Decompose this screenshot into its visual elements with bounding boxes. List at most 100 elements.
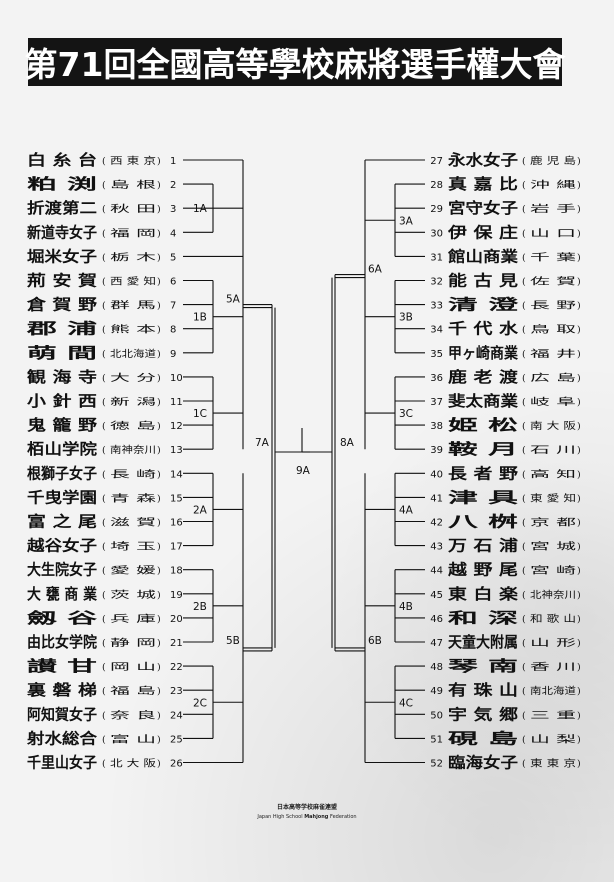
left-team-prefecture: 熊 本 bbox=[110, 324, 157, 336]
right-team-seed: 48 bbox=[430, 662, 443, 673]
right-team-seed: 36 bbox=[430, 373, 443, 384]
right-team-pref: ( bbox=[522, 638, 526, 649]
left-team-pref: ) bbox=[157, 373, 161, 384]
match-label-3b: 3B bbox=[399, 312, 413, 324]
left-team-school: 越谷女子 bbox=[26, 537, 97, 555]
right-team-pref: ( bbox=[522, 614, 526, 625]
left-team-pref: ( bbox=[102, 277, 106, 288]
right-team-school: 斐太商業 bbox=[448, 392, 519, 410]
match-label-3c: 3C bbox=[399, 408, 413, 420]
left-team-pref: ) bbox=[157, 421, 161, 432]
right-team-school: 硯 島 bbox=[446, 729, 518, 747]
left-team-pref: ) bbox=[157, 686, 161, 697]
left-team-school: 倉 賀 野 bbox=[26, 296, 97, 314]
left-team-prefecture: 新 潟 bbox=[110, 396, 156, 408]
tournament-title: 第71回全國高等學校麻將選手權大會 bbox=[24, 45, 566, 84]
right-team-seed: 27 bbox=[430, 156, 443, 167]
right-team-pref: ( bbox=[522, 373, 526, 384]
left-team-school: 折渡第二 bbox=[27, 199, 97, 217]
right-team-pref: ) bbox=[577, 252, 581, 263]
right-team-pref: ( bbox=[522, 156, 526, 167]
right-team-seed: 49 bbox=[430, 686, 443, 697]
left-team-prefecture: 福 島 bbox=[110, 685, 156, 697]
right-team-seed: 44 bbox=[430, 566, 443, 577]
right-team-seed: 47 bbox=[430, 638, 443, 649]
match-label-1c: 1C bbox=[193, 408, 207, 420]
left-team-school: 萌 間 bbox=[27, 344, 97, 362]
right-team-seed: 40 bbox=[430, 469, 443, 480]
left-team-seed: 12 bbox=[170, 421, 183, 432]
right-team-school: 臨海女子 bbox=[448, 754, 518, 772]
left-team-seed: 14 bbox=[170, 469, 183, 480]
right-team-seed: 45 bbox=[430, 590, 443, 601]
right-team-school: 津 具 bbox=[448, 488, 518, 506]
right-team-pref: ( bbox=[522, 277, 526, 288]
left-team-seed: 15 bbox=[170, 493, 183, 504]
right-team-pref: ) bbox=[577, 566, 581, 577]
right-team-pref: ( bbox=[522, 301, 526, 312]
left-team-pref: ( bbox=[102, 493, 106, 504]
left-team-school: 由比女学院 bbox=[27, 633, 97, 651]
left-team-pref: ) bbox=[157, 734, 161, 745]
left-team-pref: ) bbox=[157, 252, 161, 263]
left-team-seed: 10 bbox=[170, 373, 183, 384]
right-team-prefecture: 京 都 bbox=[530, 517, 577, 529]
left-team-pref: ) bbox=[157, 542, 161, 553]
right-team-pref: ) bbox=[577, 590, 581, 601]
match-label-2c: 2C bbox=[193, 697, 207, 709]
left-team-pref: ( bbox=[102, 590, 106, 601]
right-team-pref: ( bbox=[522, 518, 526, 529]
right-team-prefecture: 宮 崎 bbox=[530, 565, 577, 577]
right-team-pref: ( bbox=[522, 710, 526, 721]
right-team-seed: 41 bbox=[430, 493, 443, 504]
right-team-school: 館山商業 bbox=[447, 247, 519, 265]
right-team-prefecture: 山 形 bbox=[530, 637, 577, 649]
match-label-1a: 1A bbox=[193, 203, 208, 215]
left-team-seed: 21 bbox=[170, 638, 183, 649]
left-team-prefecture: 長 崎 bbox=[110, 468, 157, 480]
match-label-7a: 7A bbox=[255, 437, 270, 449]
left-team-seed: 8 bbox=[170, 325, 176, 336]
left-team-pref: ( bbox=[102, 373, 106, 384]
right-team-pref: ( bbox=[522, 493, 526, 504]
left-team-prefecture: 茨 城 bbox=[110, 589, 157, 601]
left-team-pref: ) bbox=[157, 710, 161, 721]
left-team-pref: ( bbox=[102, 397, 106, 408]
right-team-pref: ) bbox=[577, 180, 581, 191]
right-team-seed: 35 bbox=[430, 349, 443, 360]
right-team-pref: ( bbox=[522, 445, 526, 456]
federation-en-brand: Mahjong bbox=[304, 814, 329, 820]
left-team-school: 粕 渕 bbox=[27, 175, 97, 193]
right-team-school: 伊 保 庄 bbox=[447, 223, 518, 241]
right-team-seed: 52 bbox=[430, 759, 443, 770]
right-team-pref: ( bbox=[522, 349, 526, 360]
left-team-pref: ( bbox=[102, 349, 106, 360]
right-team-prefecture: 山 梨 bbox=[530, 733, 577, 745]
left-team-seed: 16 bbox=[170, 518, 183, 529]
right-team-school: 千 代 水 bbox=[448, 320, 519, 338]
right-team-prefecture: 佐 賀 bbox=[530, 276, 576, 288]
right-team-pref: ( bbox=[522, 421, 526, 432]
left-team-prefecture: 奈 良 bbox=[110, 709, 157, 721]
left-team-school: 新道寺女子 bbox=[27, 223, 97, 241]
federation-en-prefix: Japan High School bbox=[257, 814, 305, 820]
match-label-5a: 5A bbox=[226, 294, 241, 306]
left-team-pref: ) bbox=[157, 759, 161, 770]
left-team-school: 郡 浦 bbox=[25, 320, 97, 338]
left-team-pref: ( bbox=[102, 228, 106, 239]
right-team-seed: 29 bbox=[430, 204, 443, 215]
match-label-6b: 6B bbox=[368, 635, 382, 647]
left-team-pref: ( bbox=[102, 710, 106, 721]
left-team-pref: ( bbox=[102, 542, 106, 553]
left-team-pref: ( bbox=[102, 156, 106, 167]
left-team-school: 劔 谷 bbox=[25, 609, 99, 627]
right-team-pref: ( bbox=[522, 180, 526, 191]
left-team-pref: ) bbox=[157, 614, 161, 625]
left-team-prefecture: 福 岡 bbox=[110, 227, 156, 239]
right-team-school: 有 珠 山 bbox=[448, 681, 518, 699]
right-team-pref: ) bbox=[577, 542, 581, 553]
left-team-prefecture: 愛 媛 bbox=[110, 565, 157, 577]
left-team-school: 阿知賀女子 bbox=[27, 705, 97, 723]
left-team-seed: 6 bbox=[170, 277, 176, 288]
left-team-seed: 1 bbox=[170, 156, 176, 167]
